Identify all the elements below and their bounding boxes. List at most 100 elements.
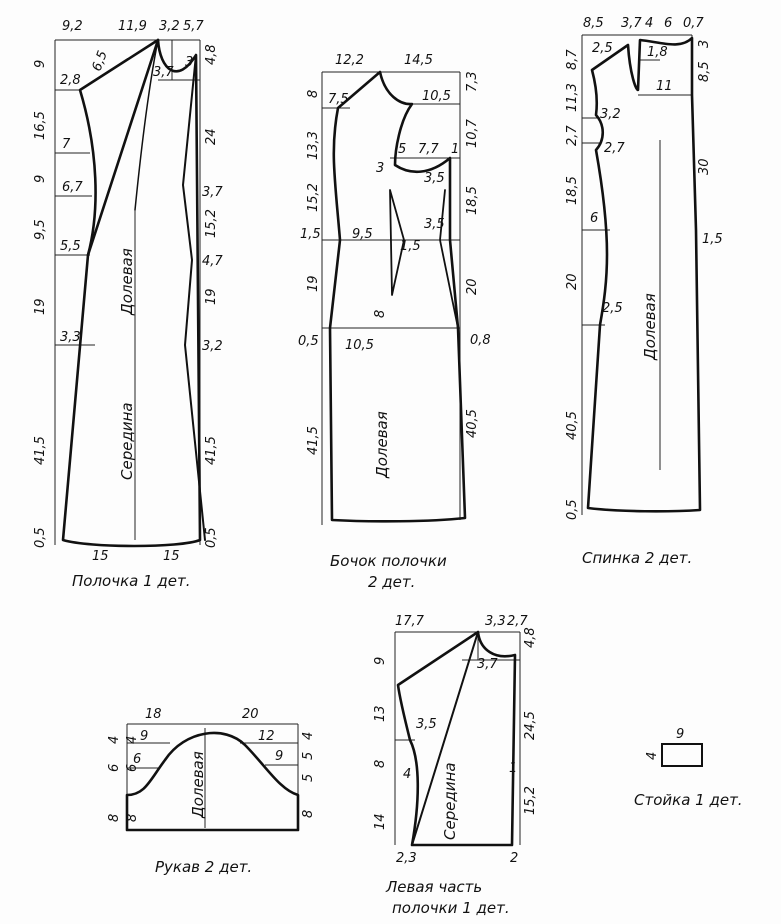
side-front-piece: 12,2 14,5 8 13,3 15,2 1,5 19 0,5 41,5 7,… — [298, 53, 491, 591]
back-left-dim-2: 11,3 — [565, 83, 580, 112]
back-right-dim-2: 8,5 — [697, 61, 712, 82]
lf-inner-dim-4: 1 — [509, 761, 517, 776]
back-right-dim-3: 30 — [697, 158, 712, 175]
lf-top-dim-3: 2,7 — [507, 614, 528, 629]
front-grain-label: Долевая — [118, 248, 136, 316]
front-inner-dim-6: 3,3 — [60, 330, 81, 345]
front-inner-dim-7: 3,7 — [153, 65, 174, 80]
back-grain-label: Долевая — [641, 293, 659, 361]
front-bottom-dim-1: 15 — [92, 549, 109, 564]
front-caption: Полочка 1 дет. — [72, 572, 191, 590]
lf-right-dim-2: 24,5 — [523, 711, 538, 740]
back-inner-dim-7: 2,5 — [602, 301, 623, 316]
side-right-dim-1: 7,3 — [465, 71, 480, 92]
side-top-dim-2: 14,5 — [404, 53, 433, 68]
back-top-dim-1: 8,5 — [583, 16, 604, 31]
sleeve-left-inner-dim-2: 6 — [125, 764, 140, 772]
front-left-dim-6: 41,5 — [33, 436, 48, 465]
lf-inner-dim-3: 4 — [403, 767, 411, 782]
sleeve-right-dim-1: 4 — [301, 732, 316, 740]
lf-right-dim-1: 4,8 — [523, 627, 538, 648]
side-inner-dim-4: 7,7 — [418, 142, 439, 157]
lf-caption-line2: полочки 1 дет. — [392, 899, 510, 917]
lf-top-dim-1: 17,7 — [395, 614, 425, 629]
back-left-dim-3: 2,7 — [565, 125, 580, 146]
lf-bottom-dim-2: 2 — [510, 851, 518, 866]
back-left-dim-1: 8,7 — [565, 49, 580, 70]
front-right-dim-3: 15,2 — [204, 209, 219, 238]
back-top-dim-4: 6 — [664, 16, 672, 31]
sleeve-piece: 18 20 4 6 8 4 6 8 4 5 5 8 9 6 12 9 Долев… — [107, 707, 316, 876]
back-left-dim-7: 0,5 — [565, 499, 580, 520]
side-caption-line1: Бочок полочки — [330, 552, 447, 570]
back-left-dim-5: 20 — [565, 273, 580, 290]
left-front-piece: 17,7 3,3 2,7 9 13 8 14 4,8 24,5 15,2 3,7… — [373, 614, 538, 917]
sleeve-inner-dim-4: 9 — [275, 749, 283, 764]
front-left-dim-3: 9 — [33, 175, 48, 183]
back-inner-dim-2: 1,8 — [647, 45, 668, 60]
front-inner-dim-5: 5,5 — [60, 239, 81, 254]
back-left-dim-4: 18,5 — [565, 176, 580, 205]
side-inner-dim-1: 7,5 — [328, 92, 349, 107]
side-right-dim-3: 18,5 — [465, 186, 480, 215]
front-right-dim-6: 0,5 — [204, 527, 219, 548]
front-right-dim-4: 19 — [204, 288, 219, 305]
side-left-dim-3: 15,2 — [306, 183, 321, 212]
sleeve-right-dim-2: 5 — [301, 752, 316, 760]
sleeve-left-dim-3: 8 — [107, 814, 122, 822]
front-right-dim-2: 24 — [204, 128, 219, 145]
side-inner-dim-7: 3,5 — [424, 171, 445, 186]
side-inner-dim-12: 10,5 — [345, 338, 374, 353]
collar-dim-width: 9 — [676, 727, 684, 742]
lf-bottom-dim-1: 2,3 — [396, 851, 417, 866]
side-left-dim-5: 19 — [306, 275, 321, 292]
back-top-dim-5: 0,7 — [683, 16, 704, 31]
sleeve-left-dim-2: 6 — [107, 764, 122, 772]
front-left-dim-1: 9 — [33, 60, 48, 68]
sleeve-left-dim-1: 4 — [107, 736, 122, 744]
collar-piece: 9 4 Стойка 1 дет. — [634, 727, 743, 809]
sleeve-left-inner-dim-1: 4 — [125, 736, 140, 744]
back-caption: Спинка 2 дет. — [582, 549, 692, 567]
front-left-dim-7: 0,5 — [33, 527, 48, 548]
sleeve-grain-label: Долевая — [189, 751, 207, 819]
lf-left-dim-1: 9 — [373, 657, 388, 665]
front-piece: 9,2 11,9 3,2 5,7 9 16,5 9 9,5 19 41,5 0,… — [33, 19, 223, 590]
back-top-dim-3: 4 — [645, 16, 653, 31]
front-left-dim-2: 16,5 — [33, 111, 48, 140]
front-left-dim-4: 9,5 — [33, 219, 48, 240]
front-inner-dim-10: 4,7 — [202, 254, 223, 269]
side-left-dim-2: 13,3 — [306, 131, 321, 160]
back-inner-dim-6: 6 — [590, 211, 598, 226]
sleeve-inner-dim-3: 12 — [258, 729, 275, 744]
lf-left-dim-4: 14 — [373, 813, 388, 830]
side-inner-dim-13: 0,8 — [470, 333, 491, 348]
sleeve-right-dim-3: 5 — [301, 774, 316, 782]
sleeve-right-dim-4: 8 — [301, 810, 316, 818]
lf-left-dim-2: 13 — [373, 705, 388, 722]
side-inner-dim-2: 10,5 — [422, 89, 451, 104]
front-left-dim-5: 19 — [33, 298, 48, 315]
side-inner-dim-6: 3 — [376, 161, 384, 176]
side-inner-dim-11: 8 — [373, 310, 388, 318]
side-inner-dim-8: 9,5 — [352, 227, 373, 242]
front-right-dim-1: 4,8 — [204, 44, 219, 65]
front-inner-dim-3: 7 — [62, 137, 71, 152]
side-right-dim-4: 20 — [465, 278, 480, 295]
collar-caption: Стойка 1 дет. — [634, 791, 743, 809]
lf-inner-dim-1: 3,7 — [477, 657, 498, 672]
front-inner-dim-2: 2,8 — [60, 73, 81, 88]
front-inner-dim-1: 6,5 — [90, 49, 111, 74]
side-left-dim-6: 0,5 — [298, 334, 319, 349]
side-left-dim-4: 1,5 — [300, 227, 321, 242]
front-top-dim-4: 5,7 — [183, 19, 204, 34]
side-inner-dim-10: 3,5 — [424, 217, 445, 232]
side-left-dim-7: 41,5 — [306, 426, 321, 455]
back-left-dim-6: 40,5 — [565, 411, 580, 440]
back-inner-dim-4: 3,2 — [600, 107, 621, 122]
back-top-dim-2: 3,7 — [621, 16, 642, 31]
front-top-dim-2: 11,9 — [118, 19, 147, 34]
sleeve-inner-dim-1: 9 — [140, 729, 148, 744]
side-inner-dim-3: 5 — [398, 142, 406, 157]
